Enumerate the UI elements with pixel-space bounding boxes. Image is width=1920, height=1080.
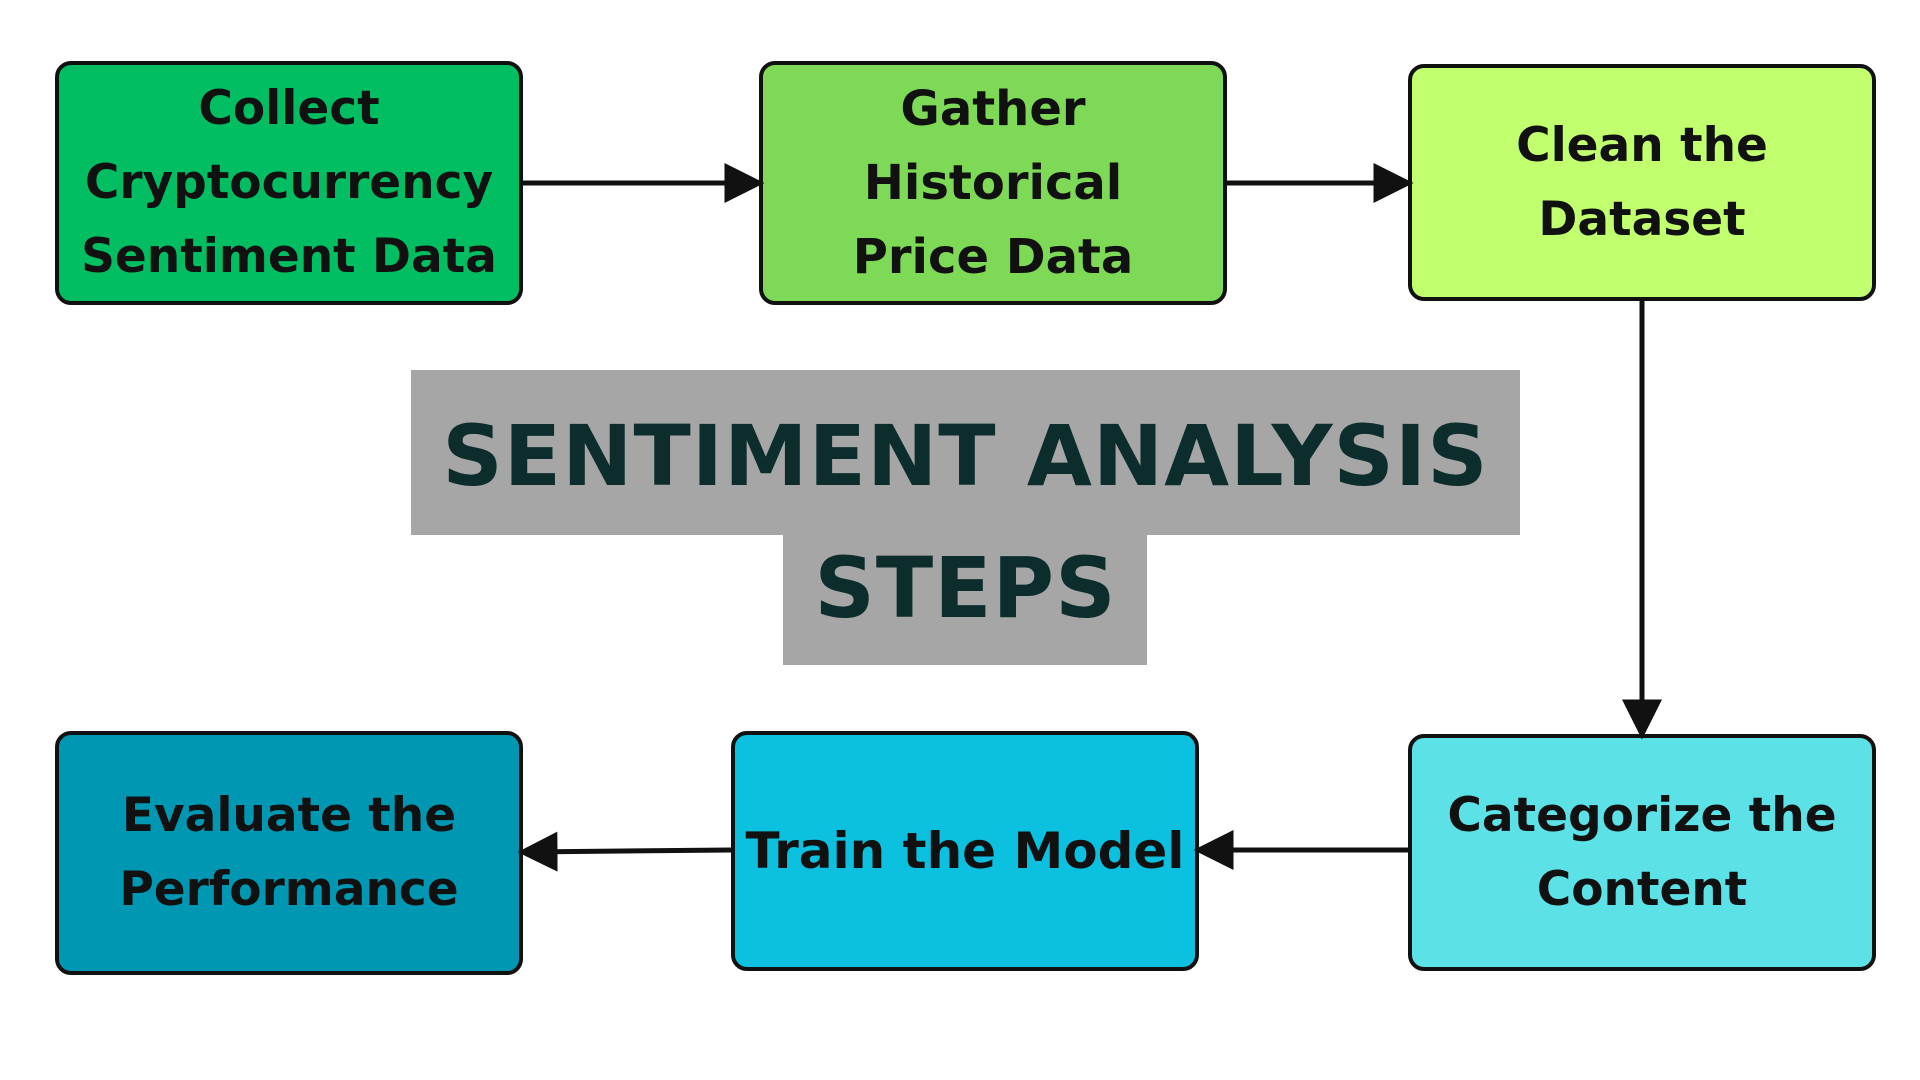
step-label: Gather Historical Price Data <box>852 81 1134 285</box>
step-label: Train the Model <box>745 822 1185 880</box>
step-box-gather-price-data: Gather Historical Price Data <box>759 61 1227 305</box>
diagram-title: SENTIMENT ANALYSIS STEPS <box>442 407 1489 637</box>
step-label: Evaluate the Performance <box>119 788 459 917</box>
step-box-evaluate-performance: Evaluate the Performance <box>55 731 523 975</box>
title-background-bottom <box>783 535 1147 665</box>
step-label: Categorize the Content <box>1447 787 1837 917</box>
step-box-train-model: Train the Model <box>731 731 1199 971</box>
step-label: Clean the Dataset <box>1516 117 1768 247</box>
step-box-collect-sentiment-data: Collect Cryptocurrency Sentiment Data <box>55 61 523 305</box>
step-label: Collect Cryptocurrency Sentiment Data <box>81 81 497 284</box>
step-box-categorize-content: Categorize the Content <box>1408 734 1876 971</box>
arrow-step5-to-step6 <box>517 831 732 872</box>
step-box-clean-dataset: Clean the Dataset <box>1408 64 1876 301</box>
title-background-top <box>411 370 1520 535</box>
